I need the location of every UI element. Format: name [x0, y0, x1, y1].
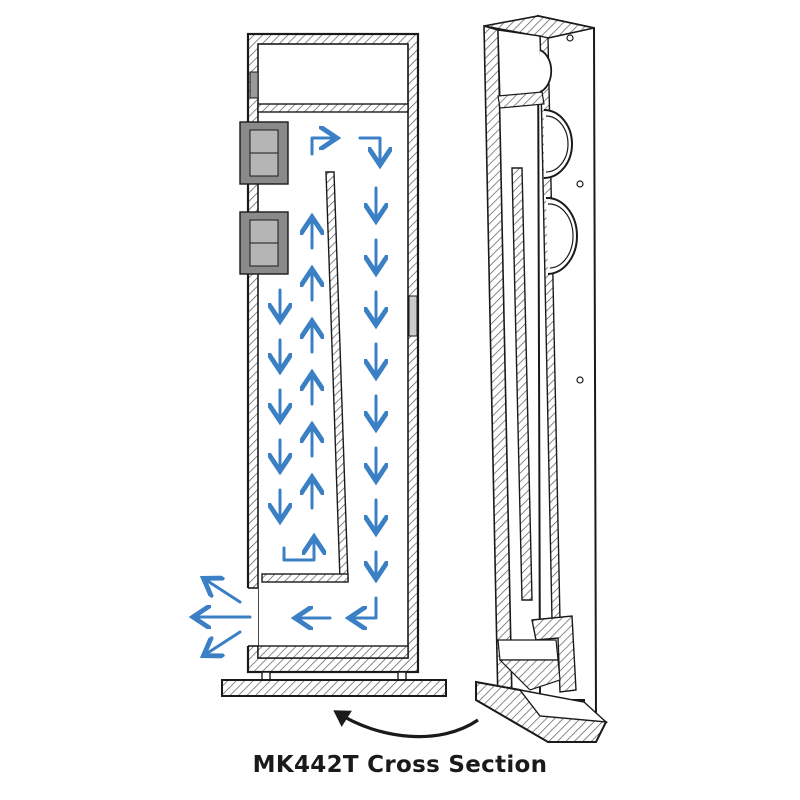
airflow-arrow [282, 540, 314, 562]
tweeter-cutout [539, 49, 553, 93]
baffle-foot [261, 573, 349, 583]
terminal-plate [408, 295, 418, 337]
tweeter [249, 71, 259, 99]
rotation-arrow [333, 710, 479, 739]
woofer-driver-lower [239, 211, 289, 275]
airflow-arrow [352, 596, 378, 618]
base-plinth-feet [261, 671, 271, 681]
cabinet-front-wall [483, 24, 513, 706]
woofer-cutout-lower [545, 196, 578, 275]
perspective-cutaway-view [475, 14, 609, 743]
diagram-caption: MK442T Cross Section [252, 752, 548, 778]
base-plinth [221, 679, 447, 697]
port-exhaust-arrow [206, 580, 242, 604]
front-section-view [221, 32, 447, 697]
top-chamber [497, 29, 543, 103]
woofer-cutout-upper [543, 109, 573, 179]
airflow-path [196, 138, 380, 654]
inner-baffle [511, 167, 533, 601]
port-floor [257, 645, 409, 659]
top-chamber-shelf [257, 103, 409, 113]
woofer-driver-upper [239, 121, 289, 185]
port-exhaust-arrow [206, 630, 242, 654]
airflow-arrow [358, 136, 380, 162]
airflow-arrow [310, 138, 334, 156]
